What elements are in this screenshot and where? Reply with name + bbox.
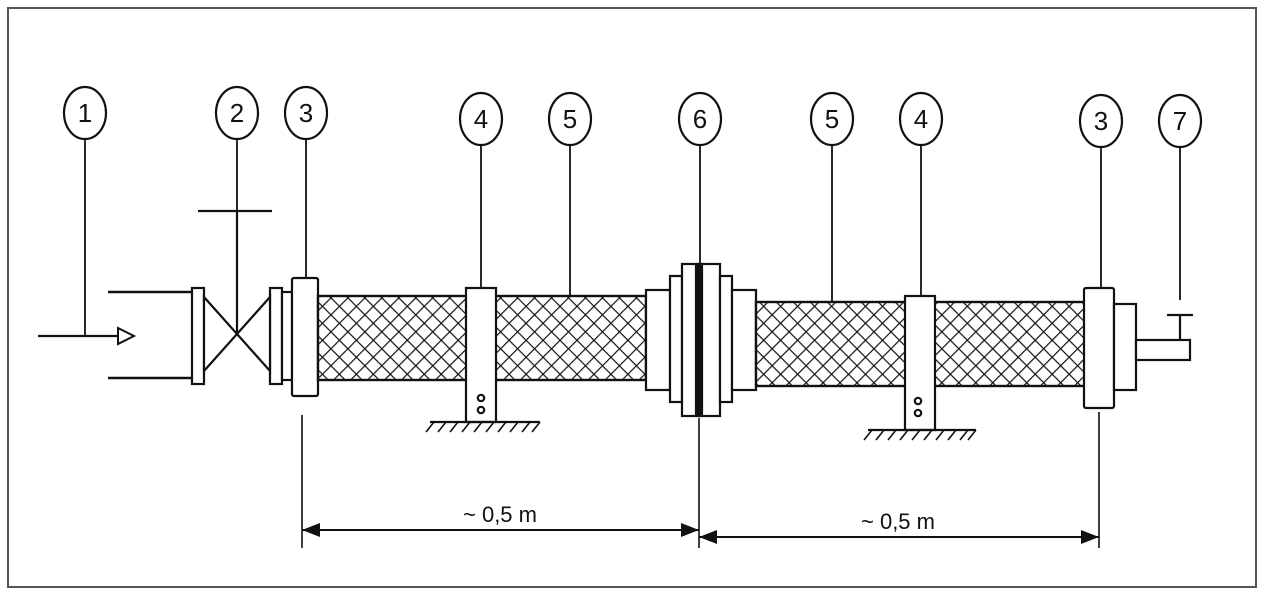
end-collar-right bbox=[1082, 286, 1138, 410]
callout-leaders bbox=[84, 139, 1181, 336]
callout-1: 1 bbox=[62, 85, 108, 141]
callout-3-left-label: 3 bbox=[299, 98, 313, 128]
callout-3-right-label: 3 bbox=[1094, 106, 1108, 136]
dimension-line-left bbox=[302, 523, 699, 537]
callout-3-right: 3 bbox=[1078, 93, 1124, 149]
callout-4-left-label: 4 bbox=[474, 104, 488, 134]
inlet-pipe bbox=[108, 290, 192, 380]
callout-4-right: 4 bbox=[898, 91, 944, 147]
callout-4-right-label: 4 bbox=[914, 104, 928, 134]
callout-6: 6 bbox=[677, 91, 723, 147]
callout-7: 7 bbox=[1157, 93, 1203, 149]
support-clamp-left bbox=[425, 286, 541, 433]
callout-7-label: 7 bbox=[1173, 106, 1187, 136]
dimension-label-right: ~ 0,5 m bbox=[861, 509, 935, 534]
diagram-frame bbox=[7, 7, 1257, 588]
callout-4-left: 4 bbox=[458, 91, 504, 147]
end-collar-left bbox=[280, 276, 320, 398]
callout-5-right-label: 5 bbox=[825, 104, 839, 134]
callout-6-label: 6 bbox=[693, 104, 707, 134]
dimension-label-left: ~ 0,5 m bbox=[463, 502, 537, 527]
callout-2: 2 bbox=[214, 85, 260, 141]
dimension-extension-lines bbox=[301, 412, 1100, 548]
callout-5-left: 5 bbox=[547, 91, 593, 147]
support-clamp-right bbox=[863, 294, 977, 441]
callout-5-right: 5 bbox=[809, 91, 855, 147]
inlet-flow-arrow bbox=[38, 326, 137, 346]
central-coupling bbox=[644, 262, 758, 418]
callout-2-label: 2 bbox=[230, 98, 244, 128]
callout-1-label: 1 bbox=[78, 98, 92, 128]
valve bbox=[190, 209, 284, 386]
dimension-line-right bbox=[699, 530, 1099, 544]
callout-3-left: 3 bbox=[283, 85, 329, 141]
callout-5-left-label: 5 bbox=[563, 104, 577, 134]
outlet-fitting bbox=[1134, 313, 1193, 362]
